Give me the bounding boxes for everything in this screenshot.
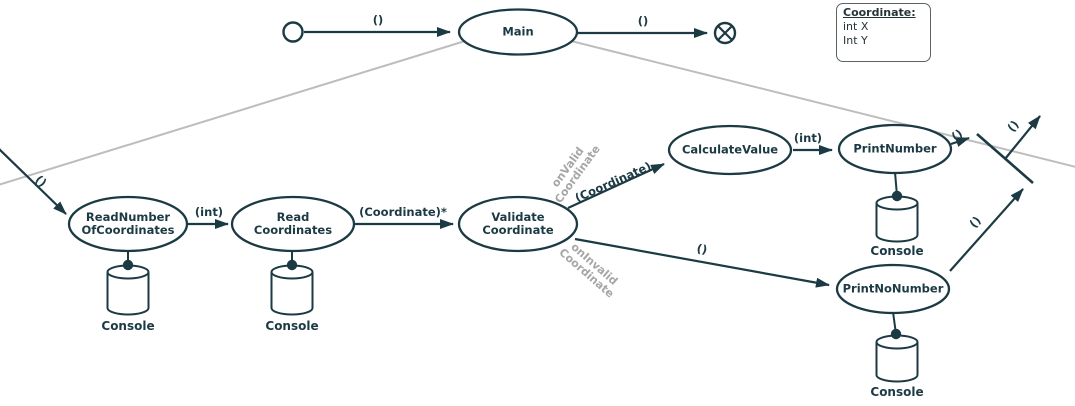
decomposition-line-right xyxy=(570,40,1075,168)
edge-entry[interactable] xyxy=(0,148,67,215)
node-label-main: Main xyxy=(502,24,534,39)
console-label-3: Console xyxy=(870,244,924,258)
node-label-calculate-value: CalculateValue xyxy=(681,142,779,157)
node-main[interactable] xyxy=(457,8,579,56)
console-label-2: Console xyxy=(265,319,319,333)
end-state[interactable] xyxy=(713,21,737,45)
edge-printnumber-out[interactable] xyxy=(950,136,970,147)
console-label-1: Console xyxy=(101,319,155,333)
node-calculate-value[interactable] xyxy=(667,124,793,176)
edge-printnonumber-out[interactable] xyxy=(949,188,1024,272)
coordinate-note-field-x: int X xyxy=(843,20,869,33)
datastore-console-1[interactable] xyxy=(106,251,150,316)
node-validate-coordinate[interactable] xyxy=(457,195,579,253)
decomposition-line-left xyxy=(0,40,466,186)
start-state[interactable] xyxy=(282,21,304,43)
coordinate-note[interactable]: Coordinate: int X Int Y xyxy=(836,3,931,62)
node-label-read-number-of-coordinates: ReadNumber OfCoordinates xyxy=(81,210,175,237)
edge-exit[interactable] xyxy=(1004,115,1041,160)
edge-label-main-to-end: () xyxy=(637,14,649,28)
node-label-print-number: PrintNumber xyxy=(853,141,937,156)
coordinate-note-field-y: Int Y xyxy=(843,34,868,47)
edge-label-int-2: (int) xyxy=(793,131,823,145)
edge-label-coordinate-star: (Coordinate)* xyxy=(359,205,447,219)
datastore-console-2[interactable] xyxy=(270,251,314,316)
node-label-print-no-number: PrintNoNumber xyxy=(842,281,944,296)
edge-validate-to-printnonumber[interactable] xyxy=(574,237,830,288)
datastore-console-3[interactable] xyxy=(875,171,919,243)
edge-label-int-1: (int) xyxy=(194,205,224,219)
edge-validate-to-calculatevalue[interactable] xyxy=(567,163,665,209)
node-label-validate-coordinate: Validate Coordinate xyxy=(482,210,554,237)
coordinate-note-title: Coordinate: xyxy=(843,6,916,19)
edge-label-start-to-main: () xyxy=(372,13,384,27)
datastore-console-4[interactable] xyxy=(875,311,919,383)
node-label-read-coordinates: Read Coordinates xyxy=(253,210,333,237)
console-label-4: Console xyxy=(870,385,924,399)
